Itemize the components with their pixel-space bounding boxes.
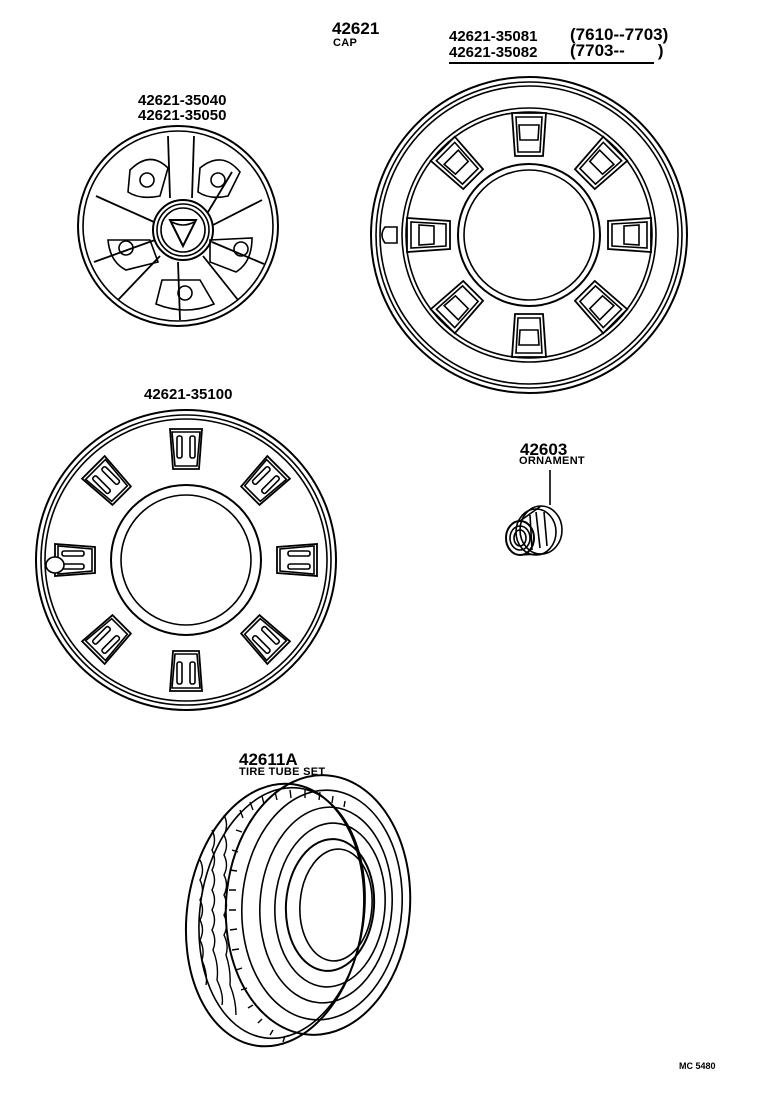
cap-description: CAP	[333, 37, 358, 49]
small-wheel-cap-drawing	[77, 125, 279, 327]
cap-variants-underline	[449, 62, 654, 64]
ornament-part-number: 42603	[520, 440, 568, 459]
ornament-drawing	[505, 470, 563, 556]
slotted-wheel-cap-drawing	[35, 409, 337, 711]
small-cap-part-number-2: 42621-35050	[138, 107, 227, 124]
tire-part-number: 42611A	[239, 750, 298, 769]
cap-variant-2-range: (7703-- )	[570, 41, 664, 60]
ornament-description: ORNAMENT	[519, 455, 585, 467]
cap-variant-1-range: (7610--7703)	[570, 25, 669, 44]
slotted-cap-part-number: 42621-35100	[144, 386, 233, 403]
tire-description: TIRE TUBE SET	[239, 766, 326, 778]
cap-variant-2-part-number: 42621-35082	[449, 44, 538, 61]
cap-variant-1-part-number: 42621-35081	[449, 28, 538, 45]
cap-part-number: 42621	[332, 19, 380, 38]
large-wheel-cap-drawing	[370, 76, 688, 394]
small-cap-part-number-1: 42621-35040	[138, 92, 227, 109]
center-emblem	[152, 199, 214, 261]
tire-drawing	[184, 774, 412, 1048]
drawing-code: MC 5480	[679, 1061, 716, 1071]
